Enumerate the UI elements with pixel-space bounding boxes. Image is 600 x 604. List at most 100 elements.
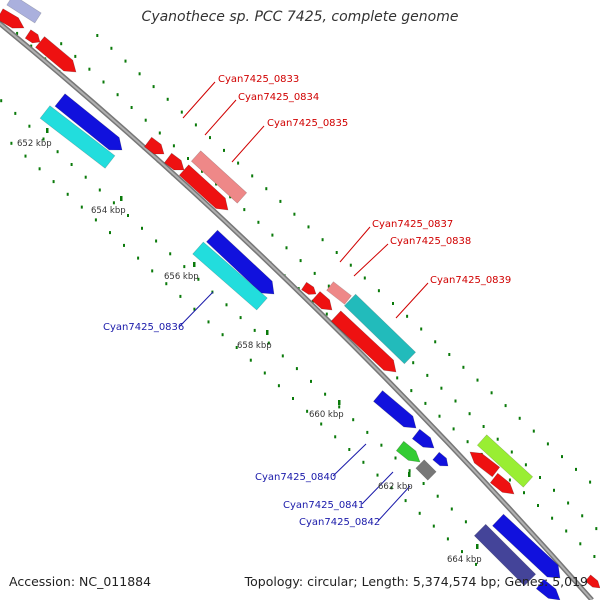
guide-dot (66, 192, 69, 196)
guide-dot (299, 259, 302, 263)
gene-label-0834[interactable]: Cyan7425_0834 (238, 92, 319, 103)
guide-dot (561, 455, 563, 459)
guide-dot (327, 284, 330, 288)
guide-dot (436, 494, 439, 498)
kbp-label-654: 654 kbp (91, 206, 126, 216)
guide-dot (257, 220, 260, 224)
guide-dot (579, 542, 582, 546)
guide-dot (80, 205, 83, 209)
gene-feature-red (330, 310, 397, 373)
gene-feature-blue (492, 513, 561, 579)
guide-dot (575, 467, 577, 471)
guide-dot (321, 238, 324, 242)
gene-feature-0842 (415, 459, 437, 481)
kbp-tick (266, 330, 269, 335)
gene-feature-0835 (190, 150, 248, 204)
guide-dot (475, 562, 477, 566)
guide-dot (88, 67, 91, 71)
gene-feature-blue (535, 578, 561, 601)
guide-dot (446, 537, 449, 541)
guide-dot (271, 233, 274, 237)
guide-dot (523, 491, 525, 495)
gene-label-0840[interactable]: Cyan7425_0840 (255, 472, 336, 483)
guide-dot (30, 44, 33, 48)
gene-feature-0840 (395, 440, 421, 463)
gene-label-0838[interactable]: Cyan7425_0838 (390, 236, 471, 247)
guide-dot (434, 340, 437, 344)
guide-dot (438, 414, 441, 418)
guide-dot (201, 169, 203, 173)
guide-dot (532, 429, 535, 433)
gene-feature-blue (411, 428, 435, 449)
guide-dot (432, 524, 435, 528)
guide-dot (102, 80, 105, 84)
guide-dot (123, 243, 125, 247)
guide-dot (496, 437, 499, 441)
gene-feature-red (301, 281, 317, 295)
gene-label-0837[interactable]: Cyan7425_0837 (372, 219, 453, 230)
guide-dot (183, 265, 186, 269)
kbp-tick (408, 472, 411, 477)
guide-dot (251, 174, 254, 178)
guide-dot (394, 456, 397, 460)
guide-dot (187, 157, 189, 160)
guide-dot (338, 405, 341, 409)
guide-dot (595, 527, 598, 531)
guide-dot (422, 482, 425, 485)
guide-dot (225, 303, 228, 307)
guide-dot (209, 136, 211, 140)
guide-dot (141, 226, 143, 230)
guide-dot (461, 550, 463, 554)
gene-feature-0834 (163, 152, 185, 171)
gene-label-0835[interactable]: Cyan7425_0835 (267, 118, 348, 129)
guide-dot (281, 354, 284, 358)
gene-feature-0837 (326, 281, 352, 305)
gene-label-0842[interactable]: Cyan7425_0842 (299, 517, 380, 528)
kbp-tick (476, 544, 479, 549)
guide-dot (376, 473, 379, 477)
guide-dot (468, 412, 471, 416)
guide-dot (295, 367, 298, 371)
guide-dot (406, 314, 409, 318)
guide-dot (490, 391, 493, 395)
backbone-line (0, 20, 594, 602)
guide-dot (307, 225, 310, 229)
gene-label-0839[interactable]: Cyan7425_0839 (430, 275, 511, 286)
guide-dot (60, 42, 63, 46)
guide-dot (452, 427, 455, 431)
guide-dot (10, 141, 13, 145)
guide-dot (313, 271, 316, 275)
gene-label-0833[interactable]: Cyan7425_0833 (218, 74, 299, 85)
guide-dot (14, 111, 17, 115)
guide-dot (324, 392, 327, 396)
guide-dot (42, 137, 45, 141)
guide-dot (52, 180, 55, 184)
guide-dot (464, 520, 467, 524)
gene-feature-red (35, 36, 77, 73)
gene-feature-cyan (39, 105, 116, 169)
guide-dot (567, 501, 570, 505)
gene-feature-top-partial (6, 0, 42, 24)
leader-line-blue (332, 443, 367, 477)
leader-line-red (204, 99, 237, 136)
guide-dot (279, 199, 282, 203)
accession-text: Accession: NC_011884 (9, 574, 152, 589)
guide-dot (440, 386, 443, 390)
gene-label-0836[interactable]: Cyan7425_0836 (103, 322, 184, 333)
guide-dot (137, 256, 140, 260)
guide-dot (404, 499, 407, 503)
guide-dot (239, 316, 242, 320)
gene-label-0841[interactable]: Cyan7425_0841 (283, 500, 364, 511)
guide-dot (310, 379, 312, 383)
guide-dot (551, 516, 554, 520)
guide-dot (293, 212, 296, 216)
guide-dot (518, 416, 521, 420)
guide-dot (363, 276, 366, 280)
guide-dot (462, 365, 465, 369)
guide-dot (172, 144, 175, 148)
guide-dot (223, 148, 225, 152)
gene-labels: Cyan7425_0833 Cyan7425_0834 Cyan7425_083… (103, 74, 511, 528)
guide-dot (28, 124, 31, 128)
guide-dot (169, 252, 172, 256)
guide-dot (38, 167, 41, 171)
